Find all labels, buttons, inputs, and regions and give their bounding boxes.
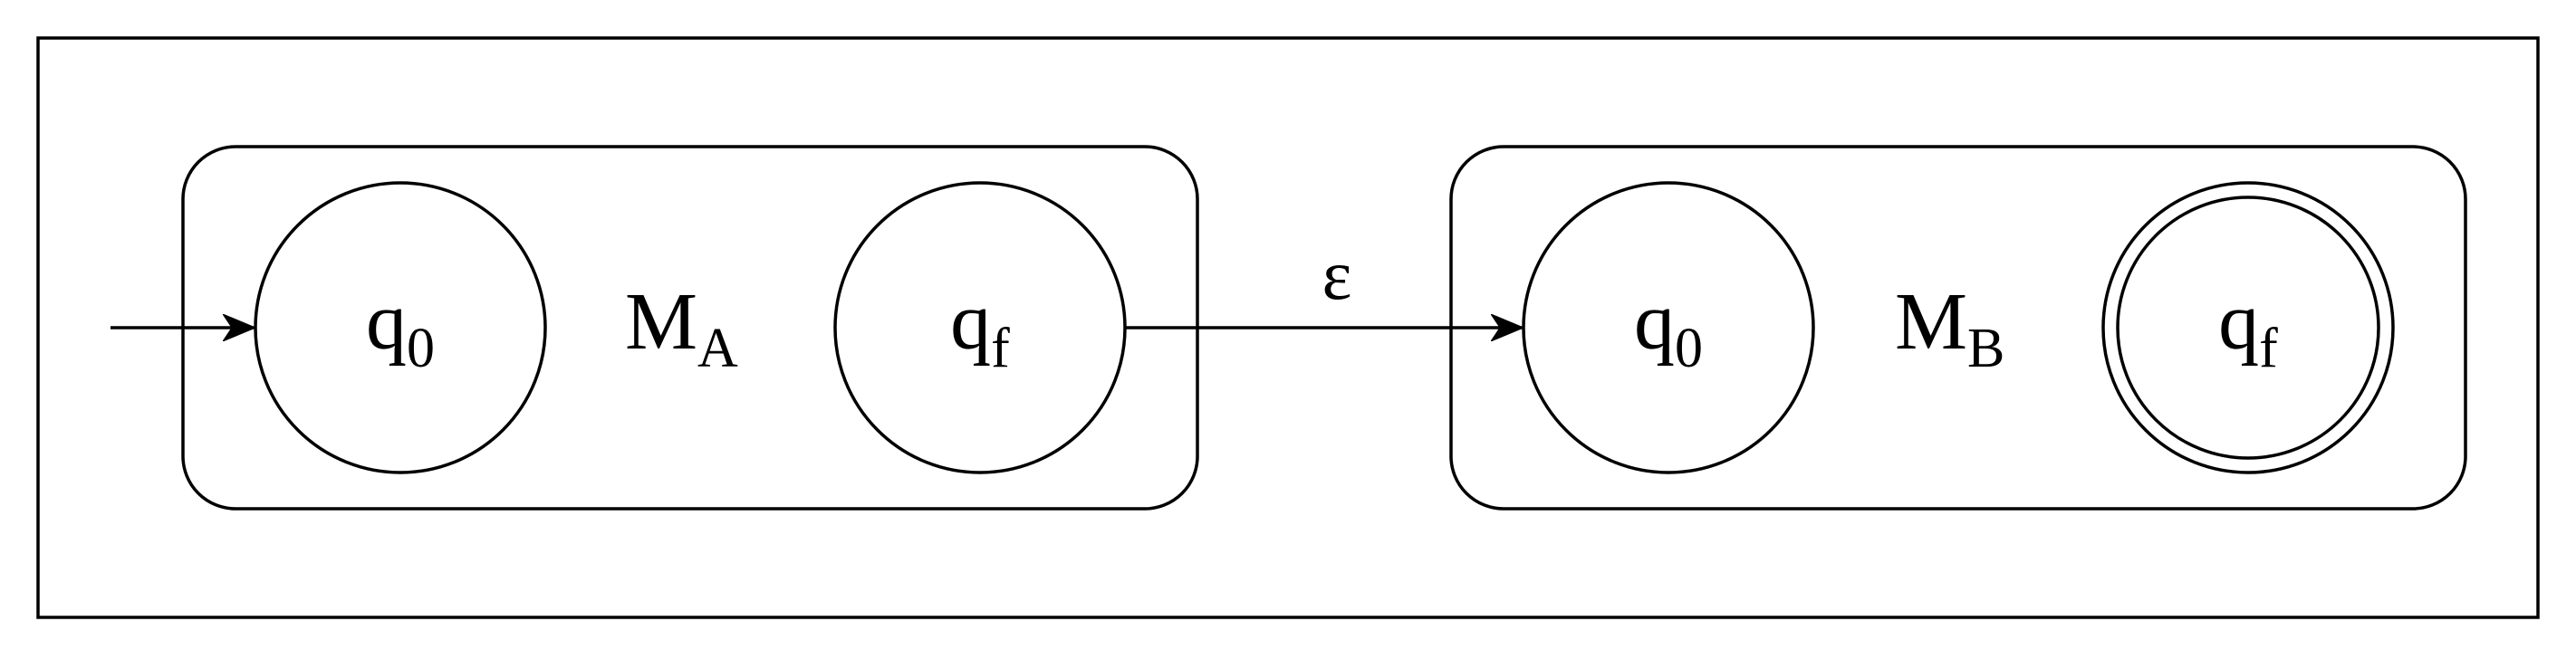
- machine-b: q0 MB qf: [1449, 145, 2467, 511]
- machine-a: q0 MA qf: [111, 145, 1199, 511]
- svg-text:qf: qf: [950, 277, 1010, 379]
- epsilon-transition: ε: [1125, 235, 1522, 328]
- machine-a-state-q0: q0: [254, 181, 547, 474]
- machine-b-state-qf-accepting: qf: [2101, 181, 2395, 474]
- svg-text:q0: q0: [1634, 277, 1703, 379]
- machine-a-state-qf: qf: [833, 181, 1127, 474]
- svg-text:q0: q0: [366, 277, 435, 379]
- machine-b-label: MB: [1895, 277, 2004, 379]
- machine-a-label: MA: [625, 277, 738, 379]
- machine-b-state-q0: q0: [1522, 181, 1815, 474]
- diagram-frame: [36, 36, 2540, 619]
- epsilon-label: ε: [1322, 235, 1352, 314]
- svg-text:qf: qf: [2218, 277, 2278, 379]
- machine-b-box: [1449, 145, 2467, 511]
